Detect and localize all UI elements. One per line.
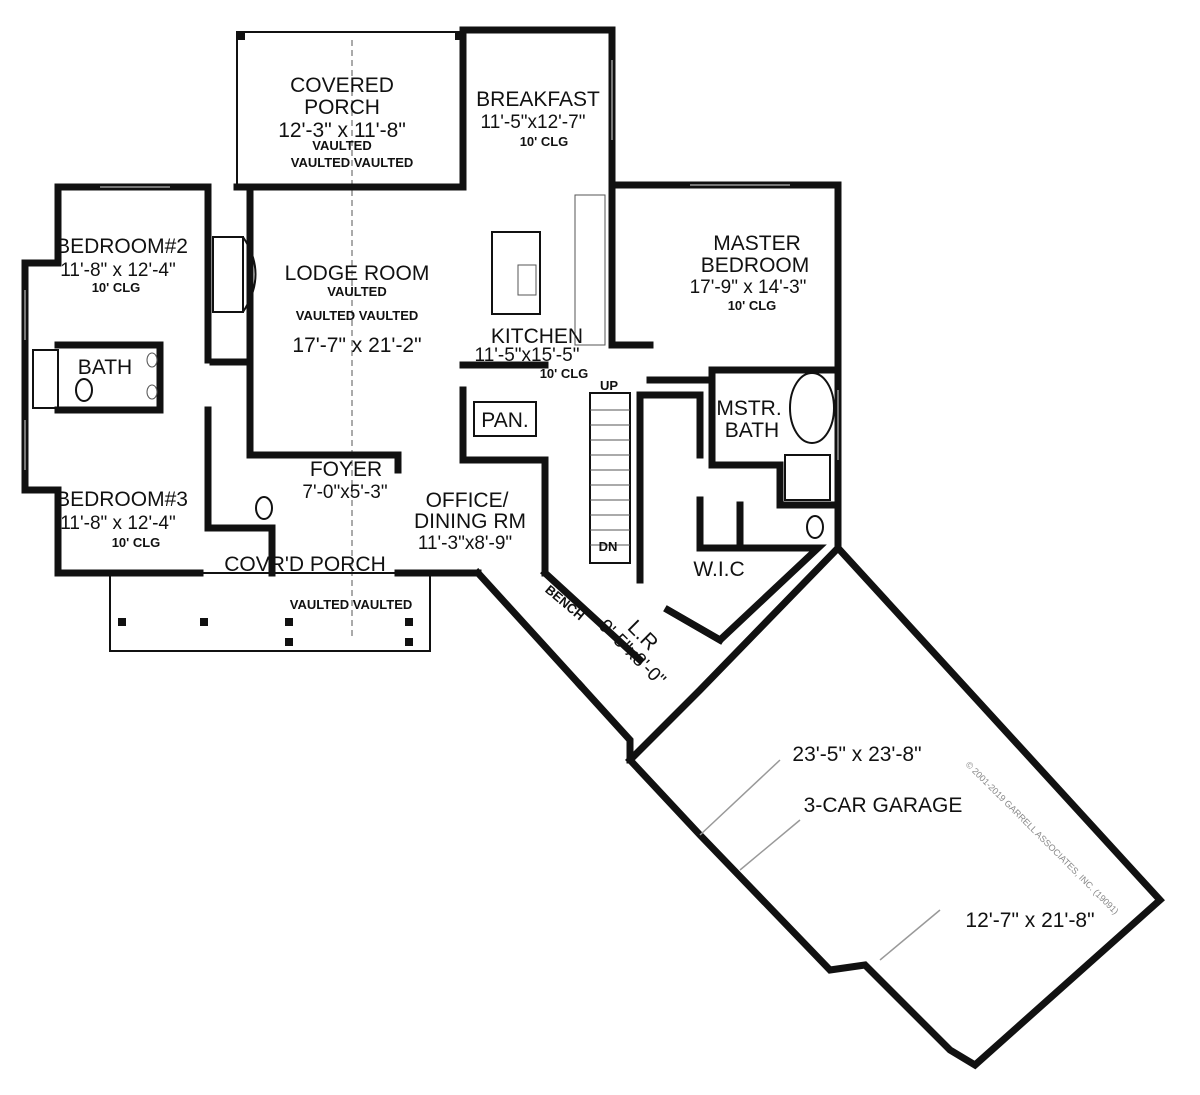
bedroom2-ceiling: 10' CLG — [92, 280, 141, 295]
master-bedroom-size: 17'-9" x 14'-3" — [690, 277, 807, 298]
master-bath-name-1: MSTR. — [716, 397, 781, 420]
foyer-size: 7'-0"x5'-3" — [302, 482, 387, 503]
front-porch-outline — [109, 572, 431, 652]
master-bedroom-ceiling: 10' CLG — [728, 298, 777, 313]
stairs-up: UP — [600, 378, 618, 393]
foyer-name: FOYER — [310, 458, 382, 481]
bath-name: BATH — [78, 356, 132, 379]
bathtub — [32, 349, 59, 409]
wic-name: W.I.C — [693, 558, 744, 581]
office-name-1: OFFICE/ — [426, 489, 509, 512]
kitchen-size: 11'-5"x15'-5" — [475, 345, 580, 366]
kitchen-island — [491, 231, 541, 315]
rear-porch-size: 12'-3" x 11'-8" — [278, 119, 406, 142]
bedroom3-name: BEDROOM#3 — [56, 488, 188, 511]
garage-name: 3-CAR GARAGE — [804, 794, 963, 817]
office-name-2: DINING RM — [414, 510, 526, 533]
rear-porch-name-2: PORCH — [304, 96, 380, 119]
lodge-room-size: 17'-7" x 21'-2" — [292, 334, 421, 357]
copyright-text: © 2001-2019 GARRELL ASSOCIATES, INC. (19… — [964, 759, 1121, 916]
kitchen-name: KITCHEN — [491, 325, 583, 348]
lodge-room-name: LODGE ROOM — [285, 262, 430, 285]
bedroom2-name: BEDROOM#2 — [56, 235, 188, 258]
pantry-name: PAN. — [481, 409, 528, 432]
rear-porch-name-1: COVERED — [290, 74, 394, 97]
front-porch-note: VAULTED VAULTED — [290, 597, 413, 612]
rear-porch-note-2: VAULTED VAULTED — [291, 155, 414, 170]
fireplace — [212, 236, 244, 313]
fixtures — [24, 32, 941, 961]
kitchen-ceiling: 10' CLG — [540, 366, 589, 381]
shower — [784, 454, 831, 501]
lodge-room-note-1: VAULTED — [327, 284, 386, 299]
breakfast-name: BREAKFAST — [476, 88, 600, 111]
stairs-down: DN — [599, 539, 618, 554]
toilet — [75, 378, 93, 402]
bedroom2-size: 11'-8" x 12'-4" — [60, 260, 175, 281]
bedroom3-ceiling: 10' CLG — [112, 535, 161, 550]
front-porch-name: COVR'D PORCH — [224, 553, 386, 576]
lodge-room-note-2: VAULTED VAULTED — [296, 308, 419, 323]
garage-size-bay: 12'-7" x 21'-8" — [965, 909, 1094, 932]
breakfast-size: 11'-5"x12'-7" — [481, 112, 586, 133]
master-bedroom-name-1: MASTER — [713, 232, 801, 255]
staircase — [589, 392, 631, 564]
breakfast-ceiling: 10' CLG — [520, 134, 569, 149]
pantry-box — [473, 401, 537, 437]
rear-porch-note-1: VAULTED — [312, 138, 371, 153]
labels: COVERED PORCH 12'-3" x 11'-8" VAULTED VA… — [56, 74, 1120, 932]
garage-size-main: 23'-5" x 23'-8" — [792, 743, 921, 766]
office-size: 11'-3"x8'-9" — [418, 533, 512, 554]
bedroom3-size: 11'-8" x 12'-4" — [60, 513, 175, 534]
master-bedroom-name-2: BEDROOM — [701, 254, 810, 277]
master-bath-name-2: BATH — [725, 419, 779, 442]
master-tub — [789, 372, 835, 444]
